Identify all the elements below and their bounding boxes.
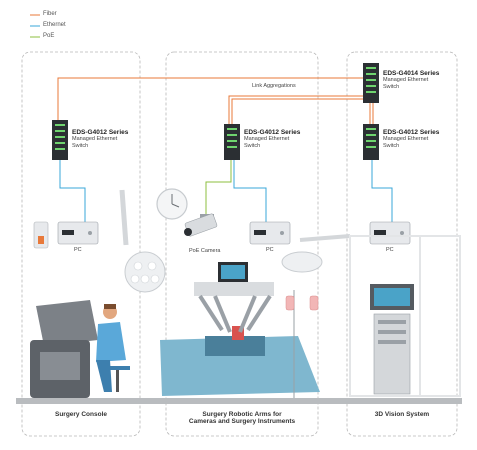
iv-stand	[285, 290, 319, 398]
operating-table	[160, 326, 320, 396]
switch-robotic-label: EDS-G4012 Series Managed Ethernet Switch	[244, 129, 300, 149]
zone-robotic-line1: Surgery Robotic Arms for	[202, 411, 282, 418]
zone-robotic-line2: Cameras and Surgery Instruments	[188, 418, 296, 425]
fiber-link-robotic-2	[231, 98, 368, 124]
switch-vision-line1: Managed Ethernet	[383, 136, 429, 142]
legend-fiber-label: Fiber	[43, 11, 57, 17]
poe-camera-label: PoE Camera	[189, 248, 221, 254]
floor-line	[16, 398, 462, 404]
ethernet-link-vision-pc	[371, 160, 393, 222]
pc-vision	[369, 221, 411, 245]
zone-console-box	[21, 51, 141, 437]
zone-vision-box	[346, 51, 458, 437]
switch-vision-title: EDS-G4012 Series	[383, 129, 440, 136]
legend-poe-label: PoE	[43, 33, 55, 39]
zone-robotic-box	[165, 51, 319, 437]
link-aggregation-label: Link Aggregations	[252, 83, 296, 89]
switch-console-title: EDS-G4012 Series	[72, 129, 129, 136]
zone-robotic-label: Surgery Robotic Arms for Cameras and Sur…	[166, 411, 318, 425]
switch-robotic-line2: Switch	[244, 142, 261, 149]
pc-vision-label: PC	[386, 247, 394, 253]
switch-vision-line2: Switch	[383, 142, 400, 149]
surgical-light-left	[119, 189, 166, 293]
ethernet-link-robotic-pc	[233, 160, 267, 222]
pc-robotic	[249, 221, 291, 245]
fiber-link-robotic	[228, 95, 368, 124]
wall-phone-icon	[33, 221, 49, 249]
surgical-light-center	[281, 234, 351, 273]
switch-core	[363, 63, 379, 103]
fiber-link-console	[57, 77, 368, 120]
switch-core-line2: Switch	[383, 83, 400, 90]
switch-vision	[363, 124, 379, 160]
switch-console-line2: Switch	[72, 142, 89, 149]
surgical-robot-arms	[194, 262, 274, 333]
switch-robotic-title: EDS-G4012 Series	[244, 129, 301, 136]
zone-console-label: Surgery Console	[54, 411, 107, 418]
poe-camera-icon	[184, 213, 218, 237]
legend-ethernet-label: Ethernet	[43, 22, 66, 28]
switch-core-label: EDS-G4014 Series Managed Ethernet Switch	[383, 70, 439, 90]
vision-cart	[370, 284, 414, 395]
switch-console-line1: Managed Ethernet	[72, 136, 118, 142]
surgeon-figure	[96, 304, 130, 392]
background-shelf	[349, 235, 461, 397]
pc-console	[57, 221, 99, 245]
clock-icon	[156, 188, 188, 220]
ethernet-link-console-pc	[59, 160, 86, 222]
switch-robotic	[224, 124, 240, 160]
switch-console-label: EDS-G4012 Series Managed Ethernet Switch	[72, 129, 128, 149]
zone-vision-label: 3D Vision System	[374, 411, 430, 418]
switch-console	[52, 120, 68, 160]
pc-console-label: PC	[74, 247, 82, 253]
switch-vision-label: EDS-G4012 Series Managed Ethernet Switch	[383, 129, 439, 149]
switch-core-title: EDS-G4014 Series	[383, 70, 440, 77]
switch-core-line1: Managed Ethernet	[383, 77, 429, 83]
surgery-console-unit	[30, 300, 98, 398]
switch-robotic-line1: Managed Ethernet	[244, 136, 290, 142]
pc-robotic-label: PC	[266, 247, 274, 253]
poe-link-camera	[205, 160, 232, 214]
